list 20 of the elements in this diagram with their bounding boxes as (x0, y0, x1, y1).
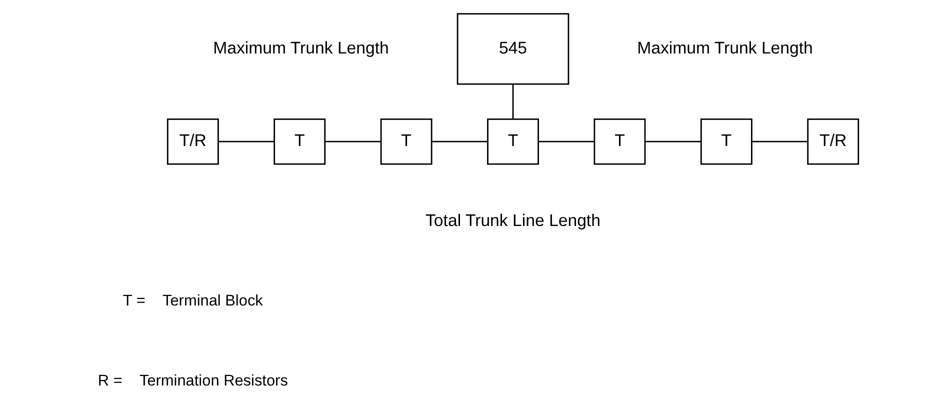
label: T = Terminal Block (122, 292, 263, 310)
connector (645, 140, 702, 142)
connector (218, 140, 274, 142)
node-box: T (380, 118, 432, 165)
label: Total Trunk Line Length (426, 210, 600, 230)
node-box: T (487, 118, 539, 165)
node-box: T/R (807, 118, 860, 165)
node-box: T (594, 118, 646, 165)
connector (512, 84, 514, 119)
node-box: T (274, 118, 326, 165)
connector (538, 140, 594, 142)
label: Maximum Trunk Length (213, 38, 389, 58)
node-box: T (700, 118, 752, 165)
node-box: 545 (456, 13, 570, 85)
connector (432, 140, 488, 142)
label: R = Termination Resistors (98, 372, 288, 390)
connector (752, 140, 808, 142)
label: Maximum Trunk Length (637, 38, 813, 58)
connector (325, 140, 381, 142)
node-box: T/R (166, 118, 219, 165)
